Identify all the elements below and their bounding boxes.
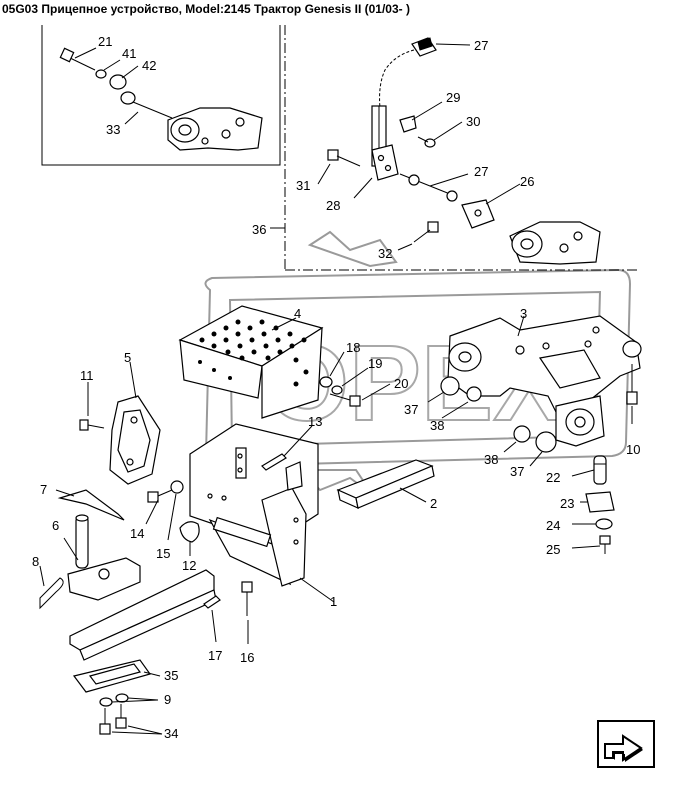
label-10: 10 [626, 442, 640, 457]
label-42: 42 [142, 58, 156, 73]
label-17: 17 [208, 648, 222, 663]
label-5: 5 [124, 350, 131, 365]
next-page-button[interactable] [597, 720, 655, 768]
inset-detail [41, 25, 281, 166]
label-26: 26 [520, 174, 534, 189]
label-11: 11 [80, 368, 94, 383]
label-27-shaft: 27 [474, 164, 488, 179]
label-7: 7 [40, 482, 47, 497]
label-41: 41 [122, 46, 136, 61]
label-19: 19 [368, 356, 382, 371]
label-16: 16 [240, 650, 254, 665]
label-25: 25 [546, 542, 560, 557]
label-13: 13 [308, 414, 322, 429]
label-1: 1 [330, 594, 337, 609]
label-2: 2 [430, 496, 437, 511]
part-labels: 1 2 3 4 5 6 7 8 9 10 11 12 13 14 15 16 1… [32, 34, 640, 741]
label-6: 6 [52, 518, 59, 533]
fastener-group-16-17 [203, 581, 253, 644]
page-title: 05G03 Прицепное устройство, Model:2145 Т… [2, 2, 410, 16]
plate-assembly [72, 659, 163, 735]
label-14: 14 [130, 526, 144, 541]
main-frame [447, 315, 642, 447]
pin-13 [261, 425, 313, 471]
label-9: 9 [164, 692, 171, 707]
bar-2 [336, 459, 435, 510]
next-arrow-icon [604, 734, 643, 762]
label-33: 33 [106, 122, 120, 137]
label-8: 8 [32, 554, 39, 569]
fastener-group-12-15 [145, 480, 200, 556]
label-32: 32 [378, 246, 392, 261]
label-3: 3 [520, 306, 527, 321]
label-24: 24 [546, 518, 560, 533]
label-35: 35 [164, 668, 178, 683]
label-38-right: 38 [484, 452, 498, 467]
label-34: 34 [164, 726, 178, 741]
label-22: 22 [546, 470, 560, 485]
fastener-group-18-20 [319, 351, 391, 407]
label-21: 21 [98, 34, 112, 49]
label-27-top: 27 [474, 38, 488, 53]
spring-clip-7 [55, 489, 125, 521]
label-15: 15 [156, 546, 170, 561]
label-18: 18 [346, 340, 360, 355]
label-31: 31 [296, 178, 310, 193]
label-37-right: 37 [510, 464, 524, 479]
sensor-assembly [270, 25, 640, 271]
label-28: 28 [326, 198, 340, 213]
label-36: 36 [252, 222, 266, 237]
side-plate-5 [79, 361, 161, 485]
pin-assembly [571, 455, 615, 554]
label-29: 29 [446, 90, 460, 105]
label-38-left: 38 [430, 418, 444, 433]
label-12: 12 [182, 558, 196, 573]
label-20: 20 [394, 376, 408, 391]
label-30: 30 [466, 114, 480, 129]
bushings [427, 376, 557, 467]
step-plate [178, 305, 324, 419]
label-37-left: 37 [404, 402, 418, 417]
label-4: 4 [294, 306, 301, 321]
drawbar-assembly [39, 514, 217, 661]
label-23: 23 [560, 496, 574, 511]
